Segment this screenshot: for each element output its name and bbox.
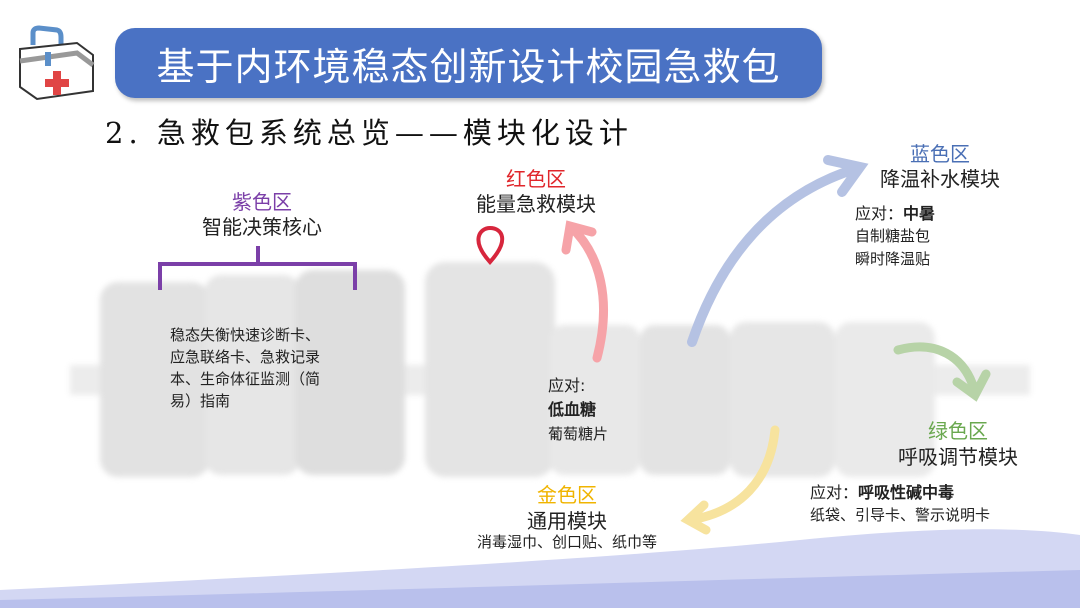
gold-arrow-icon [680,425,780,535]
red-item: 葡萄糖片 [548,425,609,443]
gold-item: 消毒湿巾、创口贴、纸巾等 [476,533,658,551]
green-condition: 呼吸性碱中毒 [858,483,955,502]
blue-item: 自制糖盐包 [855,227,931,245]
purple-item: 应急联络卡、急救记录 [170,348,321,366]
purple-items: 稳态失衡快速诊断卡、 应急联络卡、急救记录 本、生命体征监测（简 易）指南 [170,324,320,412]
blue-arrow-icon [687,155,869,347]
blue-condition: 中暑 [903,204,936,223]
respond-label: 应对: [548,376,586,395]
gold-zone-label: 金色区 [537,483,597,507]
red-arrow-icon [561,220,608,363]
red-condition: 低血糖 [548,400,597,419]
respond-label: 应对： [855,204,904,223]
purple-module-name: 智能决策核心 [202,215,322,239]
blue-zone-label: 蓝色区 [910,142,970,166]
purple-bracket [158,246,357,290]
red-details: 应对: 低血糖 葡萄糖片 [548,374,608,446]
section-subtitle: 2. 急救包系统总览——模块化设计 [105,116,633,150]
purple-item: 本、生命体征监测（简 [170,370,321,388]
green-details: 应对：呼吸性碱中毒 纸袋、引导卡、警示说明卡 [810,481,990,527]
title-banner: 基于内环境稳态创新设计校园急救包 [115,28,822,98]
green-module-name: 呼吸调节模块 [898,445,1018,469]
purple-item: 易）指南 [170,392,231,410]
green-zone-label: 绿色区 [928,419,988,443]
blue-item: 瞬时降温贴 [855,250,931,268]
green-item: 纸袋、引导卡、警示说明卡 [810,506,991,524]
purple-item: 稳态失衡快速诊断卡、 [170,326,321,344]
blue-details: 应对：中暑 自制糖盐包 瞬时降温贴 [855,202,935,271]
purple-zone-label: 紫色区 [232,190,292,214]
respond-label: 应对： [810,483,859,502]
red-pin-icon [476,225,504,265]
red-module-name: 能量急救模块 [476,192,596,216]
first-aid-kit-icon [19,25,95,101]
red-zone-label: 红色区 [506,167,566,191]
blue-module-name: 降温补水模块 [880,167,1000,191]
gold-module-name: 通用模块 [527,509,607,533]
green-arrow-icon [893,342,991,402]
